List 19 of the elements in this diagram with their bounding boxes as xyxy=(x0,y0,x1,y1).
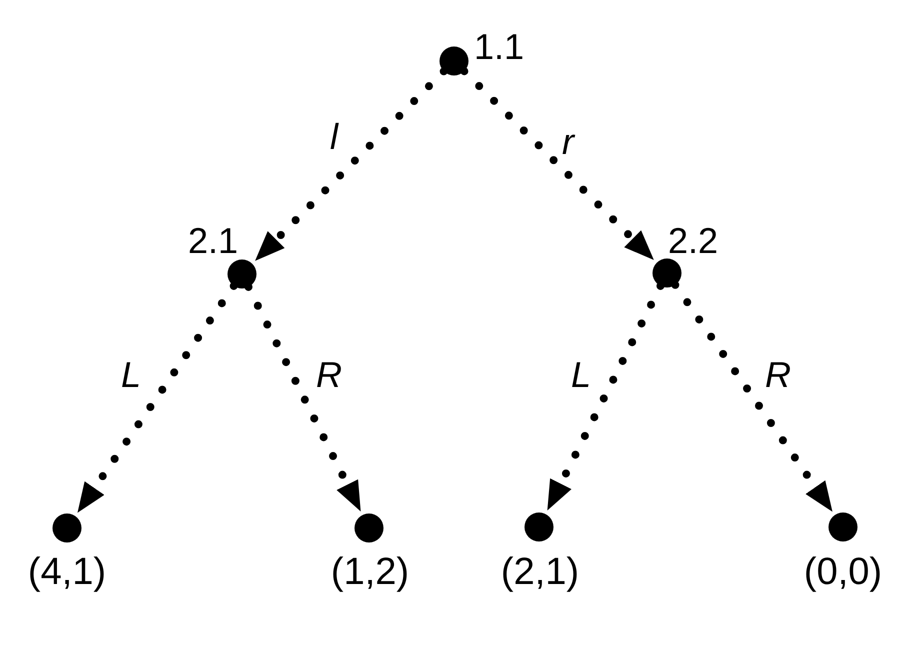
player-label: 2.1 xyxy=(188,223,238,259)
edge-label: R xyxy=(765,357,791,393)
player-label: 1.1 xyxy=(474,29,524,65)
payoff-label: (1,2) xyxy=(330,553,410,591)
edge-label: l xyxy=(330,119,338,155)
dotted-arrow xyxy=(244,282,361,512)
payoff-label: (4,1) xyxy=(28,553,106,591)
edge-label: L xyxy=(120,357,142,393)
dotted-arrow xyxy=(460,67,654,260)
dotted-arrow xyxy=(78,282,238,513)
dotted-arrow xyxy=(255,67,448,261)
dotted-arrow xyxy=(547,282,664,510)
player-label: 2.2 xyxy=(668,223,718,259)
payoff-label: (0,0) xyxy=(804,553,882,591)
payoff-label: (2,1) xyxy=(500,553,580,591)
edge-label: L xyxy=(570,357,592,393)
edge-label: r xyxy=(562,124,574,160)
dotted-arrow xyxy=(671,280,832,512)
edge-label: R xyxy=(316,357,342,393)
